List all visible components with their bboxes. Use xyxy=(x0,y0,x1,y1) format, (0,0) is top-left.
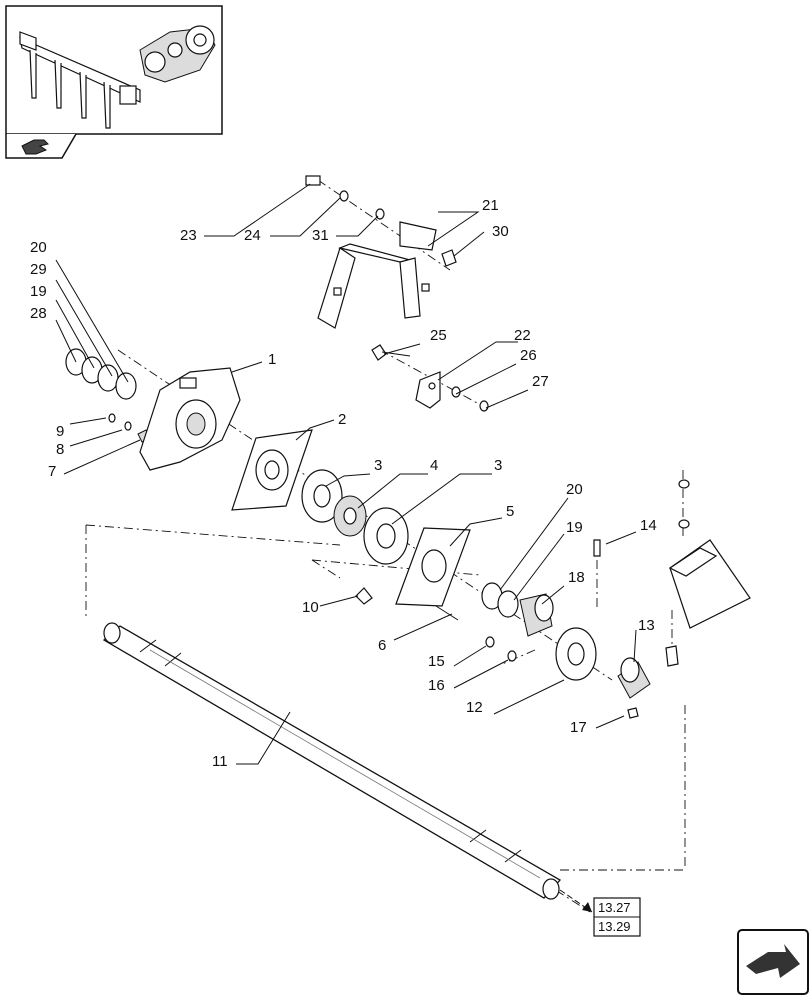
overview-thumbnail[interactable] xyxy=(5,5,223,159)
callout-27: 27 xyxy=(532,373,549,390)
page-reference-box[interactable]: 13.27 13.29 xyxy=(593,897,641,937)
reference-top[interactable]: 13.27 xyxy=(598,900,631,915)
callout-30: 30 xyxy=(492,223,509,240)
leader-lines xyxy=(55,183,637,765)
callout-22: 22 xyxy=(514,327,531,344)
callout-11: 11 xyxy=(212,753,228,770)
mounting-plate xyxy=(395,527,471,607)
shield-guard xyxy=(668,539,751,629)
hand-arrow-icon[interactable] xyxy=(21,139,49,155)
callout-19: 19 xyxy=(30,283,47,300)
callout-8: 8 xyxy=(56,441,64,458)
callout-3: 3 xyxy=(494,457,502,474)
callout-6: 6 xyxy=(378,637,386,654)
callout-26: 26 xyxy=(520,347,537,364)
callout-4: 4 xyxy=(430,457,438,474)
callout-17: 17 xyxy=(570,719,587,736)
callout-7: 7 xyxy=(48,463,56,480)
callout-9: 9 xyxy=(56,423,64,440)
callout-21: 21 xyxy=(482,197,499,214)
callout-31: 31 xyxy=(312,227,329,244)
support-bracket xyxy=(317,221,437,329)
reference-arrow xyxy=(559,889,593,913)
callout-24: 24 xyxy=(244,227,261,244)
callout-19: 19 xyxy=(566,519,583,536)
mount-bracket xyxy=(415,371,441,409)
callout-13: 13 xyxy=(638,617,655,634)
callout-28: 28 xyxy=(30,305,47,322)
callout-20: 20 xyxy=(566,481,583,498)
callout-1: 1 xyxy=(268,351,276,368)
drive-cover xyxy=(139,367,241,471)
fasteners xyxy=(108,175,690,719)
callout-25: 25 xyxy=(430,327,447,344)
callout-16: 16 xyxy=(428,677,445,694)
callout-20: 20 xyxy=(30,239,47,256)
callout-5: 5 xyxy=(506,503,514,520)
assembly-overview-icon xyxy=(19,25,216,129)
washers-and-flange xyxy=(301,469,409,565)
callout-labels: 23 24 31 21 30 20 29 19 28 25 22 26 27 1… xyxy=(30,197,657,770)
callout-18: 18 xyxy=(568,569,585,586)
next-page-arrow-icon[interactable] xyxy=(737,929,809,995)
snap-rings xyxy=(65,348,137,400)
bearing-set xyxy=(481,582,651,699)
reference-bottom[interactable]: 13.29 xyxy=(598,919,631,934)
callout-23: 23 xyxy=(180,227,197,244)
callout-12: 12 xyxy=(466,699,483,716)
callout-2: 2 xyxy=(338,411,346,428)
callout-14: 14 xyxy=(640,517,657,534)
bearing-plate xyxy=(231,429,313,511)
callout-29: 29 xyxy=(30,261,47,278)
callout-3: 3 xyxy=(374,457,382,474)
shaft xyxy=(102,622,562,900)
callout-15: 15 xyxy=(428,653,445,670)
callout-10: 10 xyxy=(302,599,319,616)
